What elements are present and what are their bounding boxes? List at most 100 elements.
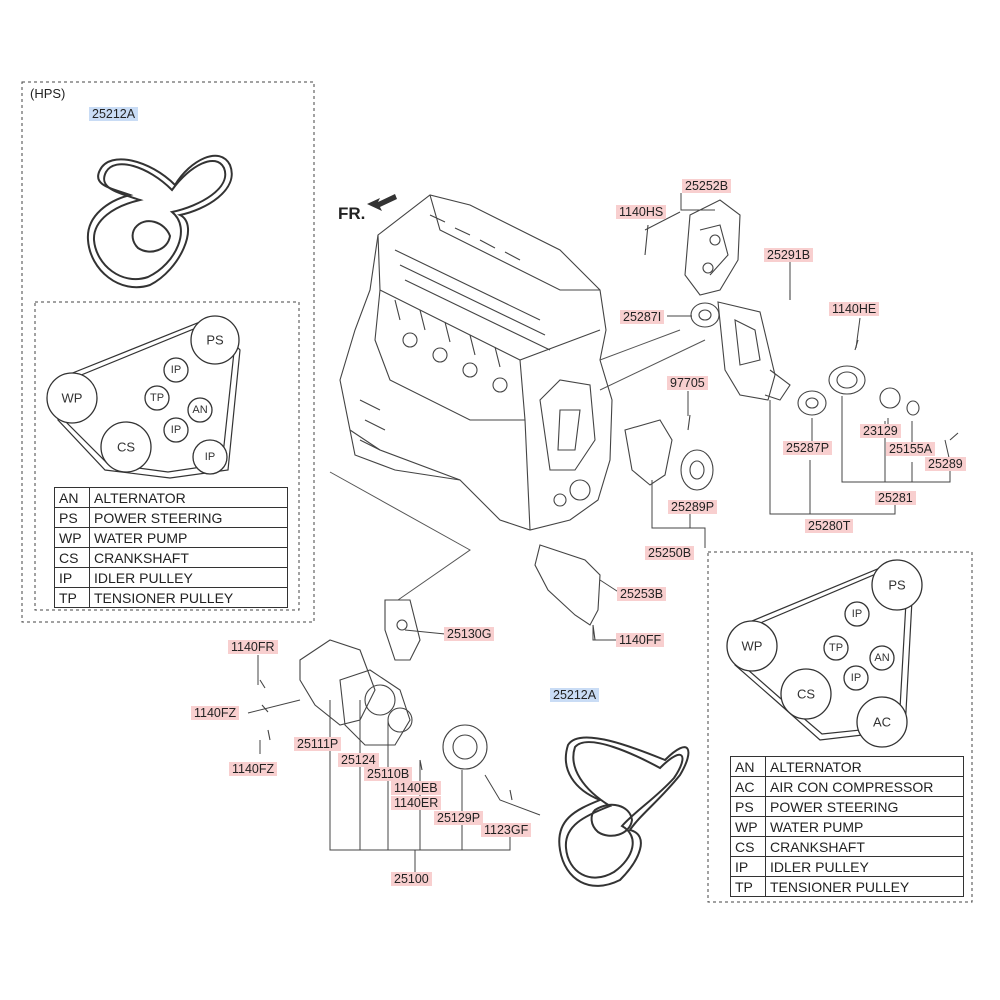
part-label-1140HE[interactable]: 1140HE	[829, 302, 880, 316]
part-label-1140FR[interactable]: 1140FR	[228, 640, 278, 654]
engine-leaders	[329, 329, 706, 601]
part-label-25289P[interactable]: 25289P	[668, 500, 718, 514]
belt-hps-drawing	[86, 154, 233, 289]
part-label-25280T[interactable]: 25280T	[805, 519, 854, 533]
legend-abbr: WP	[54, 527, 90, 548]
legend-name: TENSIONER PULLEY	[765, 876, 964, 897]
pulley-left-ps: PS	[206, 333, 224, 348]
pulley-right-tp: TP	[829, 642, 843, 654]
legend-abbr: WP	[730, 816, 766, 837]
hps-section-frame	[21, 81, 315, 623]
part-label-1140FZ-a[interactable]: 1140FZ	[191, 706, 240, 720]
legend-name: CRANKSHAFT	[89, 547, 288, 568]
pulley-right-ip2: IP	[851, 672, 861, 684]
pulley-right-cs: CS	[797, 687, 815, 702]
pulley-left-wp: WP	[62, 391, 83, 406]
legend-abbr: AN	[730, 756, 766, 777]
pulley-right-ps: PS	[888, 578, 906, 593]
legend-name: CRANKSHAFT	[765, 836, 964, 857]
legend-name: WATER PUMP	[89, 527, 288, 548]
idler-bracket-drawing	[624, 419, 714, 491]
part-label-25129P[interactable]: 25129P	[434, 811, 484, 825]
part-label-25110B[interactable]: 25110B	[364, 767, 413, 781]
ac-section-frame	[707, 551, 973, 903]
part-label-25281[interactable]: 25281	[875, 491, 916, 505]
pulley-right-an: AN	[874, 652, 889, 664]
pulley-left-cs: CS	[117, 440, 135, 455]
legend-name: ALTERNATOR	[765, 756, 964, 777]
part-label-1140FZ-b[interactable]: 1140FZ	[229, 762, 278, 776]
part-label-25250B[interactable]: 25250B	[645, 546, 695, 560]
pulley-right-ip1: IP	[852, 608, 862, 620]
hps-routing-frame	[34, 301, 300, 611]
legend-abbr: AC	[730, 776, 766, 797]
part-label-25287I[interactable]: 25287I	[620, 310, 665, 324]
legend-abbr: IP	[54, 567, 90, 588]
pulley-left-tp: TP	[150, 392, 164, 404]
hps-heading: (HPS)	[30, 86, 66, 101]
part-label-25124[interactable]: 25124	[338, 753, 379, 767]
part-label-25130G[interactable]: 25130G	[444, 627, 495, 641]
legend-abbr: TP	[54, 587, 90, 608]
legend-abbr: PS	[54, 507, 90, 528]
routing-diagram-left	[46, 315, 241, 479]
front-arrow-icon	[367, 194, 397, 211]
legend-name: IDLER PULLEY	[765, 856, 964, 877]
part-label-25253B[interactable]: 25253B	[617, 587, 667, 601]
part-label-1123GF[interactable]: 1123GF	[481, 823, 532, 837]
part-label-25212A-main[interactable]: 25212A	[550, 688, 600, 702]
legend-name: AIR CON COMPRESSOR	[765, 776, 964, 797]
part-label-25111P[interactable]: 25111P	[294, 737, 342, 751]
lower-bracket-drawing	[534, 544, 601, 641]
part-label-25289[interactable]: 25289	[925, 457, 966, 471]
part-label-97705[interactable]: 97705	[667, 376, 708, 390]
part-label-25212A-hps[interactable]: 25212A	[89, 107, 139, 121]
belt-main-drawing	[558, 736, 690, 887]
engine-block-drawing	[339, 194, 613, 531]
pulley-right-ac: AC	[873, 715, 891, 730]
pulley-right-wp: WP	[742, 639, 763, 654]
legend-name: ALTERNATOR	[89, 487, 288, 508]
legend-name: WATER PUMP	[765, 816, 964, 837]
label-leader-lines	[247, 193, 951, 872]
legend-abbr: CS	[730, 836, 766, 857]
legend-name: TENSIONER PULLEY	[89, 587, 288, 608]
legend-abbr: AN	[54, 487, 90, 508]
part-label-23129[interactable]: 23129	[860, 424, 901, 438]
legend-name: POWER STEERING	[89, 507, 288, 528]
pulley-left-ip3: IP	[205, 451, 215, 463]
legend-abbr: CS	[54, 547, 90, 568]
part-label-25287P[interactable]: 25287P	[783, 441, 833, 455]
pulley-left-an: AN	[192, 404, 207, 416]
legend-name: IDLER PULLEY	[89, 567, 288, 588]
part-label-25155A[interactable]: 25155A	[886, 442, 936, 456]
part-label-25291B[interactable]: 25291B	[764, 248, 814, 262]
part-label-1140EB[interactable]: 1140EB	[391, 781, 441, 795]
legend-name: POWER STEERING	[765, 796, 964, 817]
front-label: FR.	[338, 204, 366, 223]
part-label-25252B[interactable]: 25252B	[682, 179, 732, 193]
part-label-1140HS[interactable]: 1140HS	[616, 205, 667, 219]
legend-abbr: PS	[730, 796, 766, 817]
part-label-25100[interactable]: 25100	[391, 872, 432, 886]
part-label-1140FF[interactable]: 1140FF	[616, 633, 665, 647]
tensioner-bracket-drawing	[644, 199, 959, 441]
routing-diagram-right	[726, 559, 923, 748]
part-label-1140ER[interactable]: 1140ER	[391, 796, 442, 810]
